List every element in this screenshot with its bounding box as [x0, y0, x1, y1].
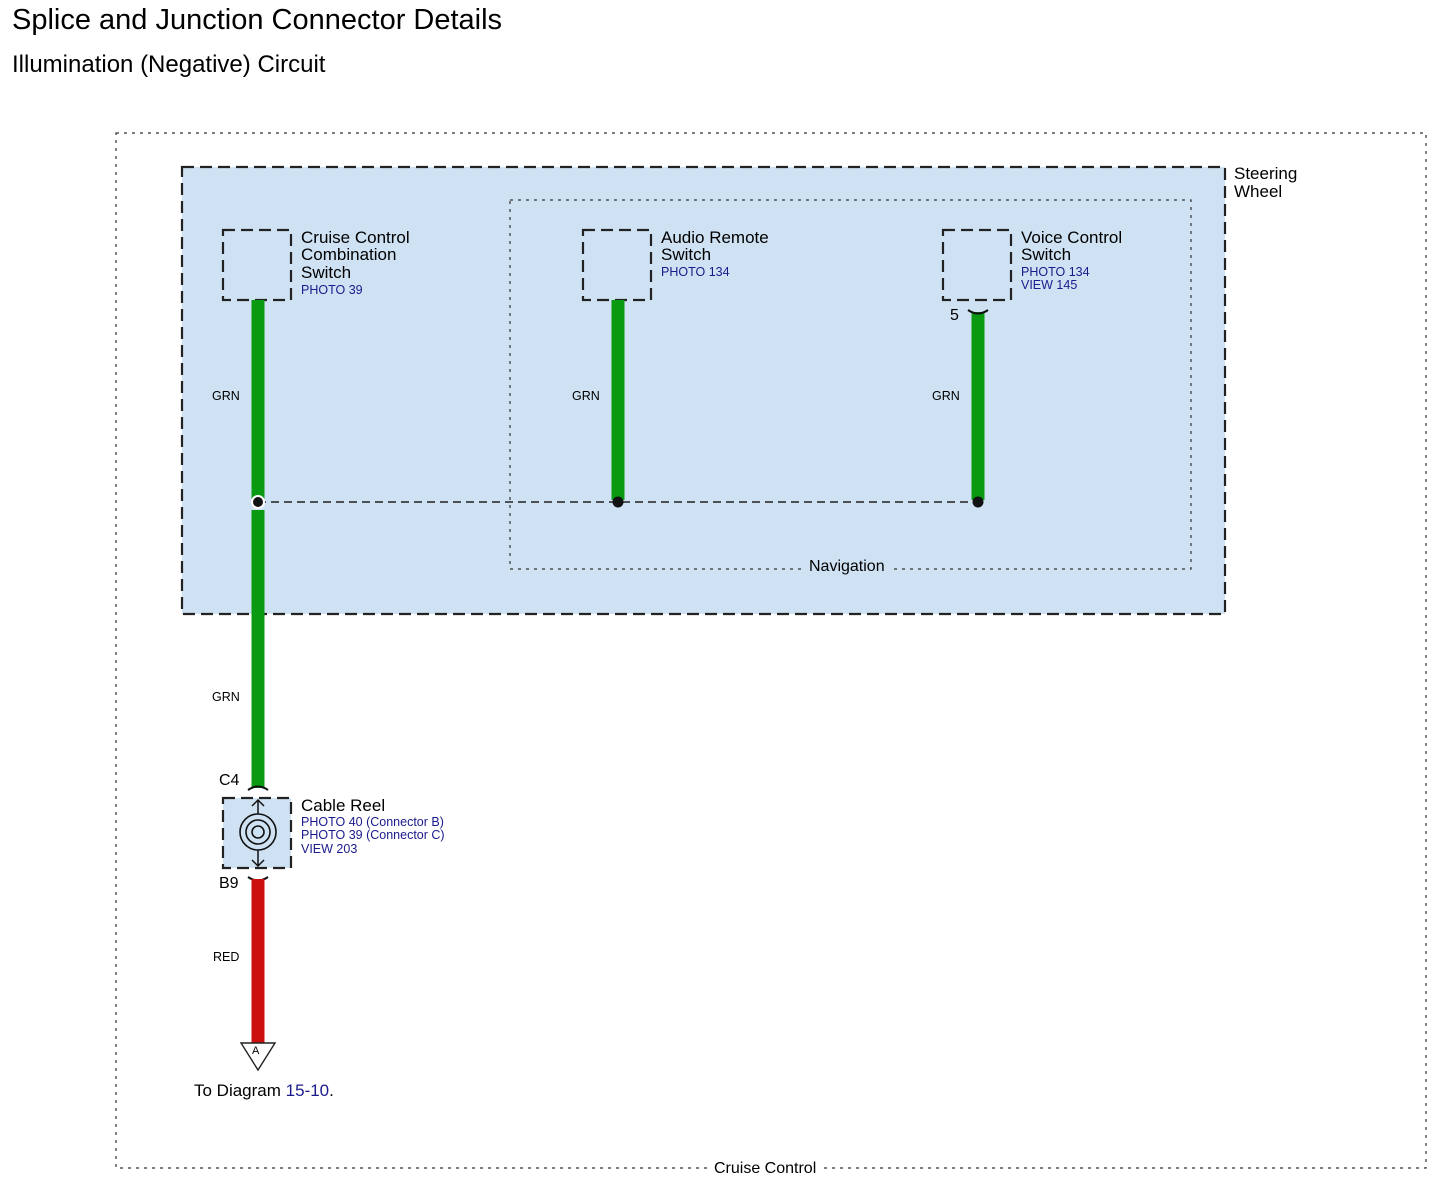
output-connector-triangle [239, 1042, 277, 1072]
audio-switch-name-line1: Audio Remote [661, 228, 769, 247]
cable-reel-pin-c4-terminal [247, 785, 269, 791]
cable-reel-coil-icon [239, 798, 277, 868]
cable-reel-photo-ref-c[interactable]: PHOTO 39 (Connector C) [301, 828, 445, 842]
voice-wire [971, 312, 985, 500]
voice-pin-terminal [967, 309, 989, 315]
cruise-switch-name-line1: Cruise Control [301, 228, 410, 247]
cruise-wire [251, 300, 265, 500]
output-connector-letter: A [252, 1045, 260, 1057]
voice-switch-view-ref[interactable]: VIEW 145 [1021, 278, 1078, 292]
diagram-reference-link[interactable]: 15-10 [285, 1081, 330, 1100]
main-wire [251, 510, 265, 788]
audio-wire [611, 300, 625, 500]
diagram-reference-note: To Diagram 15-10. [194, 1081, 334, 1101]
steering-wheel-box [180, 165, 1227, 616]
audio-wire-color: GRN [572, 389, 600, 403]
splice-dot-cruise [253, 497, 263, 507]
steering-wheel-label-line1: Steering [1234, 164, 1298, 183]
splice-dot-audio [612, 496, 624, 508]
diagram-reference-prefix: To Diagram [194, 1081, 281, 1100]
cable-reel-name: Cable Reel [301, 796, 386, 815]
output-wire [251, 879, 265, 1043]
navigation-box [509, 199, 1192, 570]
cruise-switch-photo-ref[interactable]: PHOTO 39 [301, 283, 363, 297]
cable-reel-photo-ref-b[interactable]: PHOTO 40 (Connector B) [301, 815, 444, 829]
audio-switch-photo-ref[interactable]: PHOTO 134 [661, 265, 730, 279]
voice-switch-name-line1: Voice Control [1021, 228, 1123, 247]
steering-wheel-label-line2: Wheel [1234, 182, 1283, 201]
cable-reel-pin-bottom: B9 [219, 875, 239, 892]
voice-wire-color: GRN [932, 389, 960, 403]
cruise-switch-name-line3: Switch [301, 263, 352, 282]
cruise-control-label: Cruise Control [708, 1160, 823, 1178]
navigation-label: Navigation [803, 558, 891, 576]
cable-reel-view-ref[interactable]: VIEW 203 [301, 842, 358, 856]
page-subtitle: Illumination (Negative) Circuit [12, 51, 326, 78]
splice-dot-voice [972, 496, 984, 508]
cable-reel-pin-top: C4 [219, 772, 240, 789]
cruise-switch-name-line2: Combination [301, 245, 397, 264]
audio-switch-name-line2: Switch [661, 245, 712, 264]
voice-switch-photo-ref[interactable]: PHOTO 134 [1021, 265, 1090, 279]
voice-switch-name-line2: Switch [1021, 245, 1072, 264]
page-title: Splice and Junction Connector Details [12, 4, 503, 36]
voice-switch-pin: 5 [950, 307, 959, 324]
output-wire-color: RED [213, 950, 240, 964]
cruise-wire-color: GRN [212, 389, 240, 403]
main-wire-color: GRN [212, 690, 240, 704]
diagram-reference-suffix: . [329, 1081, 334, 1100]
voice-switch-box [941, 228, 1013, 302]
